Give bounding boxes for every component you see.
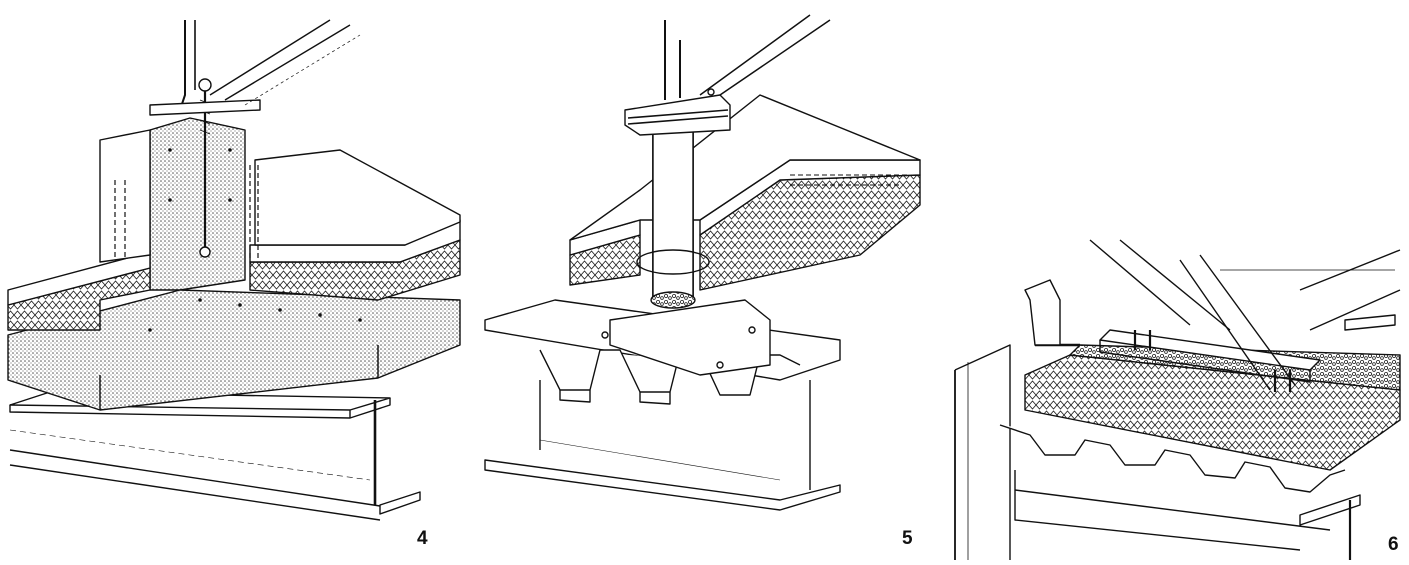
flashing — [1024, 279, 1061, 346]
deck-board-right — [254, 149, 461, 246]
insulation-layer — [569, 159, 921, 291]
roof-build-up — [1024, 343, 1401, 471]
i-beam — [9, 391, 421, 521]
parapet-wall — [954, 344, 1011, 560]
figure-number-6: 6 — [1388, 534, 1399, 555]
profiled-decking — [999, 424, 1346, 493]
figure-number-5: 5 — [902, 528, 913, 549]
steel-post — [149, 19, 361, 116]
detail-6-drawing — [954, 239, 1401, 560]
concrete-upstand — [7, 117, 461, 411]
base-pad — [609, 299, 771, 376]
detail-4-drawing — [7, 19, 461, 521]
figure-number-4: 4 — [417, 528, 428, 549]
insulation-layer — [7, 219, 461, 331]
i-beam — [1014, 470, 1361, 560]
fixing-dots — [148, 148, 362, 332]
rail-supports — [1133, 330, 1292, 392]
top-beam — [624, 14, 831, 136]
timber-rails — [1089, 239, 1401, 391]
detail-5-drawing — [484, 14, 921, 511]
